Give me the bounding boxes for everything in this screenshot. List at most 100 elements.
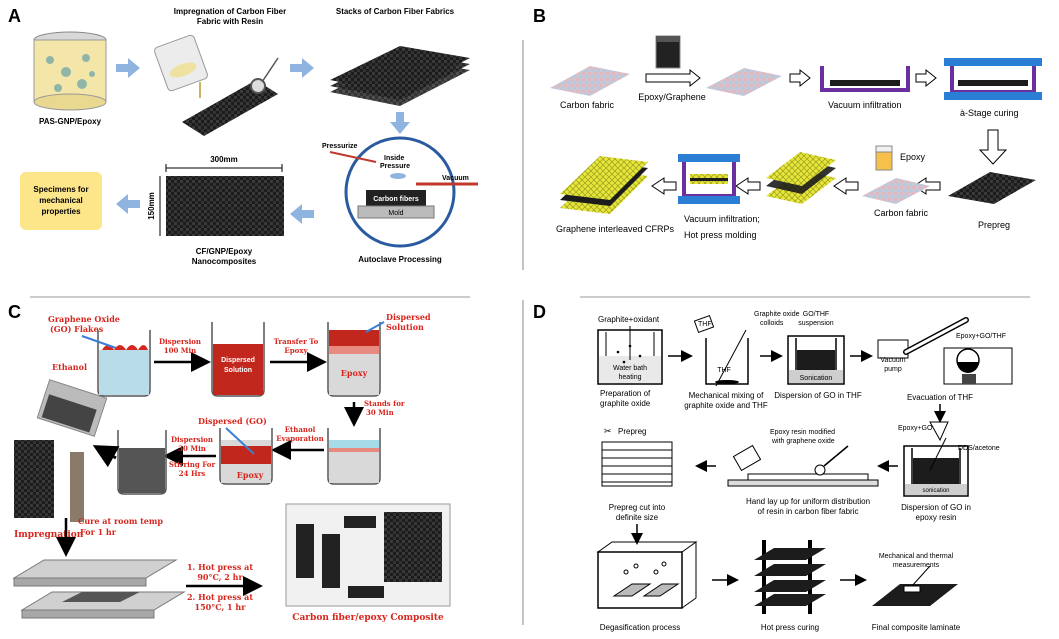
carbon-fabric-b1 [550,66,630,96]
evaporation-setup [877,317,1013,385]
label-spec-3: properties [41,207,81,216]
label-cure-1: Cure at room temp [78,516,163,526]
label-prepreg-cut-1: Prepreg cut into [609,503,666,512]
prepreg-stack [601,441,673,487]
label-stirring-1: Stirring For [169,460,216,469]
label-dispersed-go: Dispersed (GO) [198,416,267,426]
label-dispersed-sol-1: Dispersed [221,357,255,364]
label-hp1-1: 1. Hot press at [187,562,253,572]
label-inside-2: Pressure [380,163,410,170]
label-pressurize: Pressurize [322,143,358,150]
arrow-a1 [116,58,140,78]
label-go-colloids-1: Graphite oxide [754,311,800,318]
arrow-b4 [978,129,1008,165]
panel-letter-d: D [533,302,546,322]
prepreg-b [948,172,1036,204]
label-spec-1: Specimens for [33,185,88,194]
carbon-fabric-b3 [862,178,930,204]
beaker-dispersed [211,322,265,397]
water-bath [597,326,663,385]
beaker-ethanol-evap [327,428,381,485]
label-vi-hot-2: Hot press molding [684,230,757,240]
label-vi-hot-1: Vacuum infiltration; [684,214,760,224]
pouring-beaker [36,379,108,437]
label-b-carbon-fabric: Carbon fabric [560,100,615,110]
label-stage-curing: à-Stage curing [960,108,1019,118]
sonication-bath [787,335,845,385]
label-stands-1: Stands for [364,399,405,408]
label-graphite-oxidant: Graphite+oxidant [598,315,660,324]
epoxy-graphene-beaker [655,35,681,69]
label-go-thf-2: suspension [798,320,834,327]
arrow-a5 [116,194,140,214]
cf-gnp-panel [159,164,284,236]
hot-press-plates [12,559,186,619]
label-mech-thermal-1: Mechanical and thermal [879,553,954,560]
label-dispersed-r-2: Solution [386,322,424,332]
impregnation-roller [70,452,84,522]
label-disp-epoxy-2: epoxy resin [916,513,957,522]
label-final: Final composite laminate [872,623,961,632]
beaker-go-epoxy [219,427,273,485]
label-cure-2: For 1 hr [80,527,117,537]
label-vacuum-infiltration: Vacuum infiltration [828,100,901,110]
label-stirring-2: 24 Hrs [179,469,205,478]
label-mold: Mold [388,210,403,217]
label-go-2: (GO) Flakes [50,324,104,334]
label-dispersed-r-1: Dispersed [386,312,431,322]
label-go-colloids-2: colloids [760,320,784,327]
panel-a: PAS-GNP/Epoxy Impregnation of Carbon Fib… [20,7,478,266]
label-epoxy-go-thf: Epoxy+GO/THF [956,333,1006,340]
label-vacuum-pump-1: Vacuum [880,357,905,364]
label-sonication-2: sonication [922,488,949,494]
label-mech-thermal-2: measurements [893,562,940,569]
label-composite: Carbon fiber/epoxy Composite [292,613,444,623]
label-hp1-2: 90°C, 2 hr [197,572,243,582]
label-impreg-2: Fabric with Resin [197,17,263,26]
pas-gnp-jar [33,31,107,111]
arrow-b3 [915,68,937,88]
label-autoclave: Autoclave Processing [358,255,442,264]
label-disp-100-2: 100 Min [164,346,197,355]
interleaved-stack [766,152,836,204]
label-hand-layup-1: Hand lay up for uniform distribution [746,497,870,506]
label-epoxy-lower: Epoxy [237,470,264,480]
label-water-bath-1: Water bath [613,365,647,372]
arrow-a4 [290,204,314,224]
label-hp2-1: 2. Hot press at [187,592,253,602]
panel-letter-c: C [8,302,21,322]
panel-b: Carbon fabric Epoxy/Graphene Vacuum infi… [550,35,1042,240]
carbon-fabric-b2 [706,68,782,96]
label-epoxy-beaker: Epoxy [341,368,368,378]
label-hot-press: Hot press curing [761,623,819,632]
label-spec-2: mechanical [39,196,83,205]
label-inside-1: Inside [384,155,404,162]
label-dispersion-thf: Dispersion of GO in THF [774,391,862,400]
label-ethanol-evap-1: Ethanol [285,425,316,434]
arrow-b8 [651,177,677,195]
final-laminate [872,565,958,606]
label-prep-go-1: Preparation of [600,389,651,398]
arrow-a2 [290,58,314,78]
label-epoxy-graphene: Epoxy/Graphene [638,92,706,102]
epoxy-beaker [875,145,893,171]
label-300mm: 300mm [210,155,238,164]
label-go-1: Graphene Oxide [48,314,120,324]
graphene-cfrp [560,156,648,214]
label-mech-mix-1: Mechanical mixing of [689,391,764,400]
arrow-c6 [92,445,120,468]
label-transfer-2: Epoxy [284,346,308,355]
label-d-prepreg: Prepreg [618,427,646,436]
impregnation-illustration [154,34,279,136]
arrow-b1 [645,68,701,88]
label-carbon-fibers: Carbon fibers [373,196,419,203]
arrow-b6 [833,177,859,195]
degasification-box [596,541,698,609]
panel-letter-a: A [8,6,21,26]
mechanical-mixing [693,314,749,387]
hot-press-curing [754,540,826,614]
label-degas: Degasification process [600,623,680,632]
label-go-thf-1: GO/THF [803,311,829,318]
label-cf-1: CF/GNP/Epoxy [196,247,253,256]
stage-curing-press [944,58,1042,100]
